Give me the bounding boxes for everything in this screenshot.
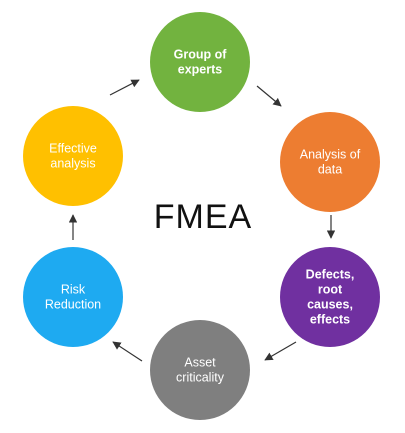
diagram-title: FMEA <box>154 198 252 236</box>
node-label-line: criticality <box>176 371 225 385</box>
node-circle <box>150 12 250 112</box>
node-circle <box>280 112 380 212</box>
node-circle <box>23 247 123 347</box>
node-label-line: Reduction <box>45 298 101 312</box>
node-label-line: Analysis of <box>300 148 361 162</box>
node-label-line: causes, <box>307 298 353 312</box>
node-label-line: analysis <box>50 157 95 171</box>
node-circle <box>150 320 250 420</box>
arrow-6 <box>109 79 140 96</box>
node-label-line: experts <box>178 63 223 77</box>
arrow-1 <box>256 85 282 107</box>
node-label-line: effects <box>310 313 350 327</box>
node-circle <box>23 106 123 206</box>
arrow-3 <box>264 341 297 361</box>
node-label-line: data <box>318 163 342 177</box>
arrow-4 <box>112 341 143 362</box>
node-circle <box>280 247 380 347</box>
node-label-line: Defects, <box>306 268 355 282</box>
node-label-line: Group of <box>174 48 228 62</box>
node-label-line: Effective <box>49 142 97 156</box>
node-label-line: Asset <box>184 356 216 370</box>
node-label-line: Risk <box>61 283 86 297</box>
node-label-line: root <box>318 283 343 297</box>
cycle-arrows <box>68 79 336 362</box>
